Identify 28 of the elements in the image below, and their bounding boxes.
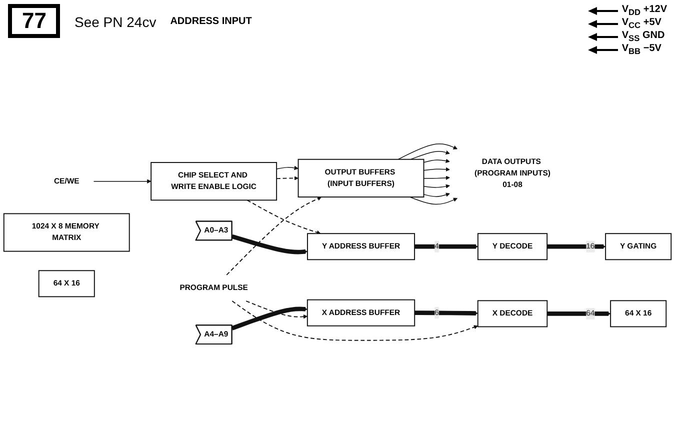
- arrow: [276, 166, 298, 170]
- supply-pin-label: V$_{CC}$ +5V: [622, 17, 662, 30]
- arrow: [246, 300, 308, 319]
- arrow: [93, 179, 152, 184]
- arrow: [276, 176, 298, 180]
- arrow: [423, 158, 450, 164]
- arrow: [423, 176, 450, 180]
- arrow: [398, 144, 458, 160]
- arrow: [231, 234, 308, 254]
- arrow: [409, 196, 458, 205]
- supply-pin-label: V$_{BB}$ −5V: [622, 43, 662, 56]
- reference-note: See PN 24cv: [74, 14, 156, 30]
- arrow: [547, 244, 606, 249]
- arrow: [414, 310, 478, 316]
- arrow: [232, 300, 478, 341]
- arrow: [547, 312, 611, 316]
- arrow: [423, 192, 450, 198]
- page-number: 77: [8, 4, 60, 38]
- supply-pin-label: V$_{DD}$ +12V: [622, 4, 667, 17]
- arrow: [410, 150, 450, 160]
- arrow: [226, 196, 322, 276]
- arrow: [423, 167, 450, 172]
- arrow: [423, 184, 450, 188]
- arrow: [231, 306, 308, 330]
- arrow: [414, 244, 478, 249]
- supply-pin-label: V$_{SS}$ GND: [622, 30, 665, 43]
- input-group-label: ADDRESS INPUT: [170, 16, 252, 27]
- arrow: [246, 200, 321, 234]
